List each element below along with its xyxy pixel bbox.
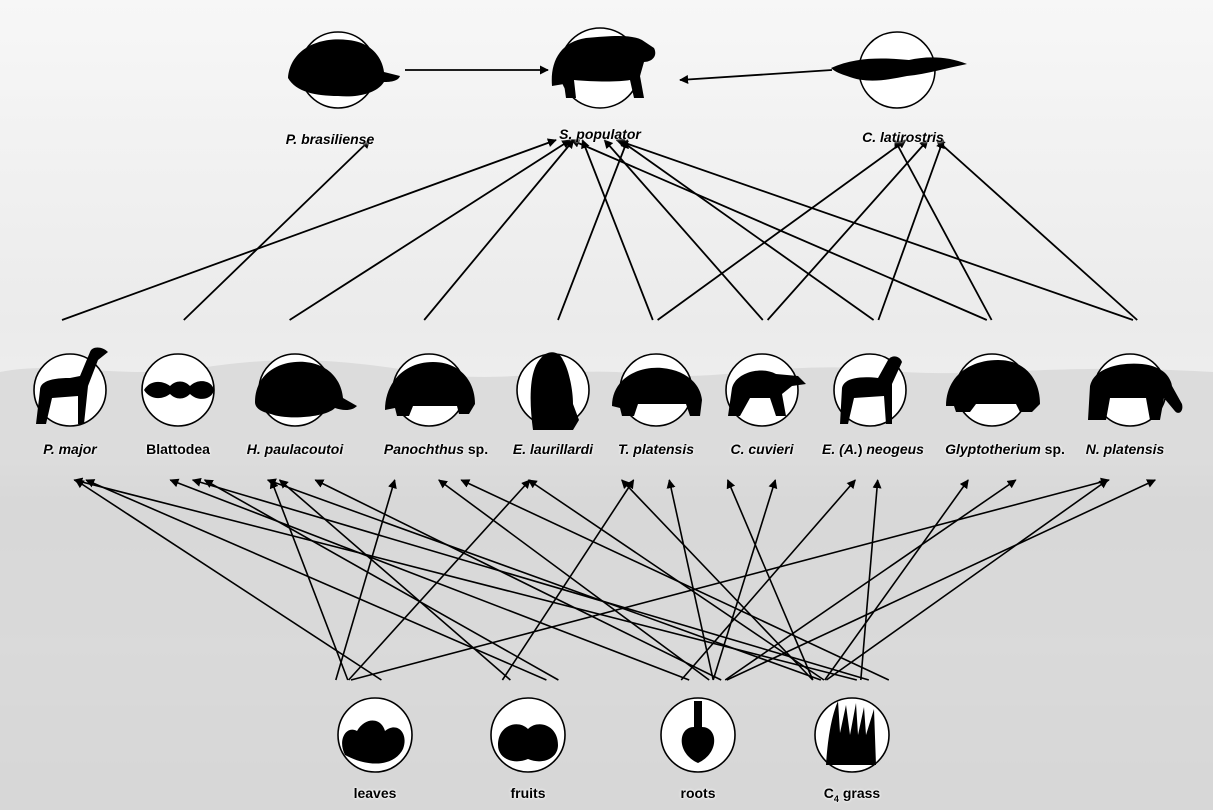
- label-glyp: Glyptotherium sp.: [945, 441, 1065, 457]
- label-part: N. platensis: [1086, 441, 1165, 457]
- label-part: sp.: [1041, 441, 1065, 457]
- trophic-link-c4gr-to-glyp: [825, 480, 968, 680]
- label-frui: fruits: [511, 785, 546, 801]
- node-pmaj: [34, 348, 108, 427]
- label-main: fruits: [511, 785, 546, 801]
- label-part: C. cuvieri: [730, 441, 793, 457]
- label-part: Blattodea: [146, 441, 210, 457]
- caiman-silhouette-icon: [831, 57, 967, 80]
- trophic-link-ccuv-to-spop: [604, 140, 762, 320]
- trophic-link-leav-to-hpau: [271, 480, 348, 680]
- fruits-icon: [498, 724, 558, 761]
- label-root: roots: [681, 785, 716, 801]
- node-spop: [552, 28, 656, 108]
- trophic-link-pano-to-spop: [424, 140, 573, 320]
- node-clat: [831, 32, 967, 108]
- node-ccuv: [726, 354, 806, 426]
- label-main: leaves: [354, 785, 397, 801]
- trophic-link-frui-to-hpau: [280, 480, 511, 680]
- label-main: roots: [681, 785, 716, 801]
- label-part: A.: [844, 441, 858, 457]
- trophic-link-root-to-blat: [170, 480, 689, 680]
- label-spop: S. populator: [559, 126, 641, 142]
- trophic-link-frui-to-tpla: [502, 480, 633, 680]
- label-npla: N. platensis: [1086, 441, 1165, 457]
- trophic-link-frui-to-blat: [205, 480, 559, 680]
- label-main: C: [824, 785, 834, 801]
- label-ccuv: C. cuvieri: [730, 441, 793, 457]
- label-blat: Blattodea: [146, 441, 210, 457]
- label-part: P. major: [43, 441, 96, 457]
- label-part: E. (: [822, 441, 844, 457]
- label-part: Glyptotherium: [945, 441, 1041, 457]
- label-elau: E. laurillardi: [513, 441, 593, 457]
- label-part: T. platensis: [618, 441, 694, 457]
- trophic-link-npla-to-clat: [937, 140, 1138, 320]
- node-elau: [517, 352, 589, 430]
- node-frui: [491, 698, 565, 772]
- label-pmaj: P. major: [43, 441, 96, 457]
- node-eneo: [834, 354, 906, 426]
- node-c4gr: [815, 698, 889, 772]
- label-part: E. laurillardi: [513, 441, 593, 457]
- node-leav: [338, 698, 412, 772]
- ant-silhouette-icon: [144, 381, 214, 399]
- label-part: neogeus: [866, 441, 924, 457]
- node-root: [661, 698, 735, 772]
- node-blat: [142, 354, 214, 426]
- label-eneo: E. (A.) neogeus: [822, 441, 924, 457]
- node-npla: [1088, 354, 1182, 426]
- trophic-link-frui-to-pmaj: [86, 480, 546, 680]
- node-glyp: [946, 354, 1040, 426]
- label-tail: grass: [839, 785, 880, 801]
- trophic-link-c4gr-to-hpau: [268, 480, 821, 680]
- node-hpau: [255, 354, 357, 426]
- node-pbra: [288, 32, 400, 108]
- trophic-link-glyp-to-clat: [895, 140, 992, 320]
- trophic-link-leav-to-pano: [336, 480, 395, 680]
- trophic-link-hpau-to-spop: [290, 140, 571, 320]
- label-leav: leaves: [354, 785, 397, 801]
- trophic-link-root-to-npla: [727, 480, 1155, 680]
- label-clat: C. latirostris: [862, 129, 944, 145]
- trophic-link-pmaj-to-spop: [62, 140, 556, 320]
- label-tpla: T. platensis: [618, 441, 694, 457]
- trophic-link-ccuv-to-clat: [768, 140, 928, 320]
- trophic-link-blat-to-pbra: [184, 140, 370, 320]
- trophic-link-glyp-to-spop: [571, 140, 986, 320]
- trophic-link-c4gr-to-tpla: [622, 480, 813, 680]
- label-c4gr: C4 grass: [824, 785, 880, 807]
- label-part: H. paulacoutoi: [247, 441, 343, 457]
- glyptodont-armadillo-silhouette-icon: [288, 39, 400, 96]
- label-pano: Panochthus sp.: [384, 441, 488, 457]
- trophic-link-eneo-to-clat: [878, 140, 943, 320]
- label-part: Panochthus: [384, 441, 464, 457]
- node-pano: [385, 354, 475, 426]
- node-tpla: [612, 354, 702, 426]
- label-part: sp.: [464, 441, 488, 457]
- trophic-link-eneo-to-spop: [620, 140, 874, 320]
- label-pbra: P. brasiliense: [286, 131, 374, 147]
- trophic-link-clat-to-spop: [680, 70, 832, 80]
- label-hpau: H. paulacoutoi: [247, 441, 343, 457]
